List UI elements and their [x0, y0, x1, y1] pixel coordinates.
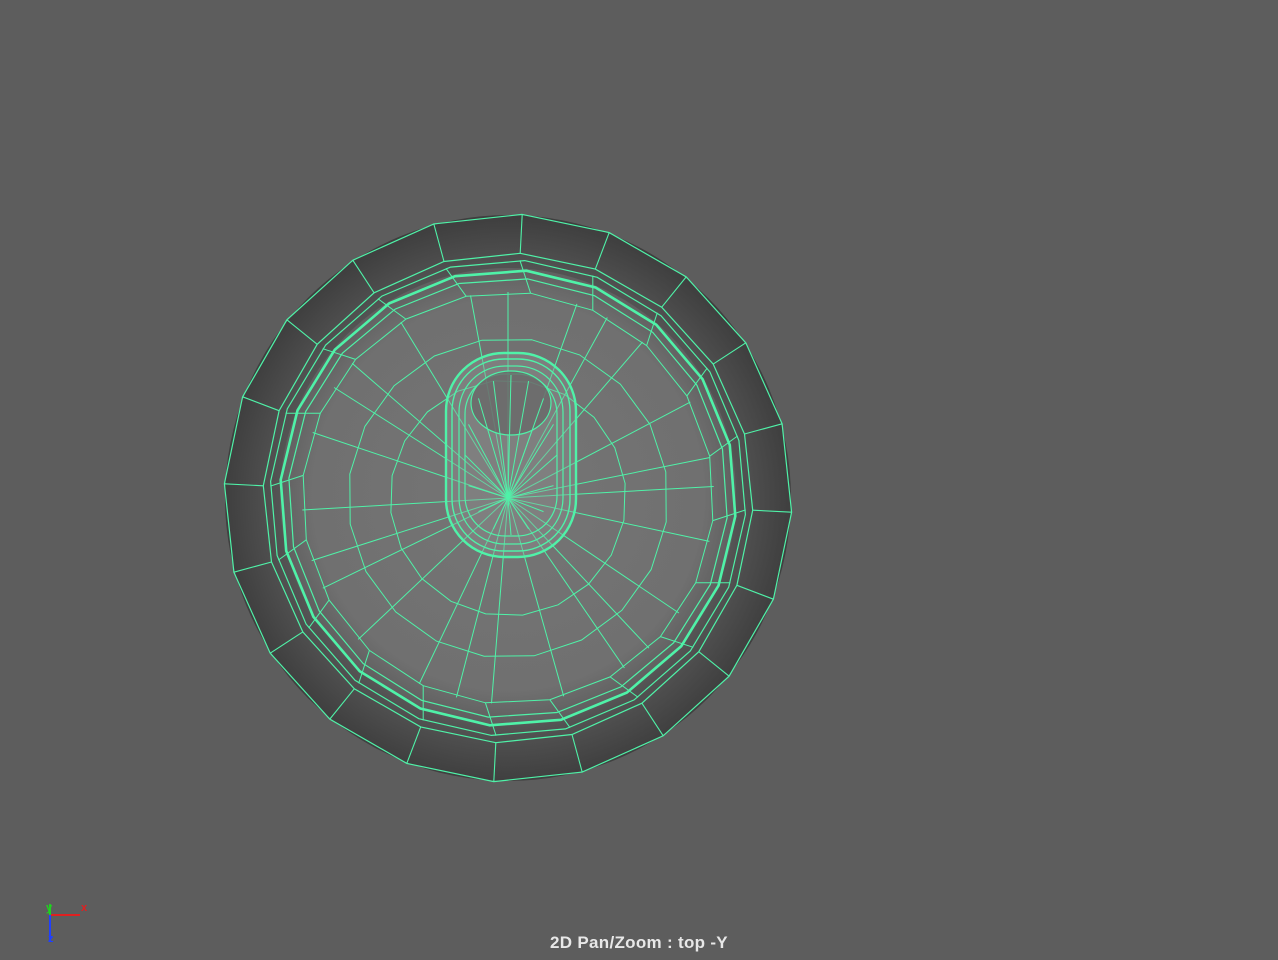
radial-spoke	[507, 401, 691, 499]
radial-spoke	[507, 497, 710, 542]
outer-spoke	[661, 276, 687, 308]
outer-spoke	[736, 584, 774, 600]
outer-spoke	[712, 342, 747, 365]
handle-spoke	[507, 497, 544, 513]
outer-spoke	[286, 319, 318, 345]
outer-spoke	[641, 702, 664, 737]
handle-loop	[458, 365, 564, 545]
outer-spoke	[519, 214, 523, 254]
handle-spoke	[468, 485, 509, 499]
x-axis-label: x	[81, 902, 88, 914]
rim-connector	[646, 312, 658, 346]
y-axis-label: y	[46, 902, 53, 914]
handle-spoke	[507, 485, 554, 499]
rim-ring	[269, 259, 747, 737]
radial-spoke	[507, 486, 714, 499]
rim-connector	[308, 599, 330, 629]
handle-spoke	[478, 497, 509, 513]
radial-spoke	[507, 317, 608, 499]
handle-spoke	[468, 424, 509, 499]
rim-connector	[660, 636, 694, 648]
outer-spoke	[329, 688, 355, 720]
outer-spoke	[493, 742, 497, 782]
outer-spoke	[224, 483, 264, 487]
handle-spoke	[507, 454, 558, 499]
outer-spoke	[744, 423, 783, 435]
inner-ring	[349, 339, 667, 657]
radial-spoke	[333, 387, 509, 499]
handle-spoke	[492, 381, 509, 499]
rim-connector	[484, 702, 497, 736]
view-status-label: 2D Pan/Zoom : top -Y	[550, 933, 728, 952]
rim-connector	[519, 260, 532, 294]
rim-connector	[445, 268, 467, 297]
rim-connector	[609, 676, 639, 698]
outer-spoke	[433, 223, 445, 262]
rim-ring	[288, 278, 728, 718]
radial-spoke	[507, 457, 711, 499]
handle-spoke	[507, 398, 544, 499]
outer-spoke	[269, 631, 304, 654]
handle-spoke	[492, 497, 509, 530]
rim-connector	[377, 298, 407, 320]
radial-spoke	[455, 497, 509, 698]
radial-spoke	[311, 497, 509, 562]
outer-spoke	[571, 734, 583, 773]
rim-ring-bold	[279, 269, 737, 727]
outer-spoke	[594, 232, 610, 270]
outer-spoke	[233, 561, 272, 573]
rim-connector	[712, 509, 746, 522]
handle-spoke	[507, 374, 512, 499]
radial-spoke	[507, 497, 565, 697]
handle-spoke	[507, 424, 554, 499]
outer-spoke	[752, 509, 792, 513]
handle-spoke	[507, 381, 530, 499]
radial-spoke	[351, 362, 509, 499]
radial-spoke	[507, 497, 680, 614]
radial-spoke	[302, 497, 509, 511]
radial-spoke	[418, 497, 509, 685]
radial-spoke	[491, 497, 509, 704]
rim-connector	[278, 539, 307, 561]
outer-spoke	[406, 726, 422, 764]
axis-gizmo: x y z	[46, 902, 88, 945]
radial-spoke	[357, 497, 509, 640]
outer-spoke	[698, 651, 730, 677]
radial-spoke	[507, 497, 650, 649]
handle-loop	[451, 358, 571, 552]
outer-spoke	[242, 396, 280, 412]
radial-spoke	[400, 321, 509, 499]
rim-connector	[322, 348, 356, 360]
radial-spoke	[312, 432, 509, 499]
handle-spoke	[507, 497, 530, 530]
rim-connector	[270, 474, 304, 487]
rim-connector	[686, 367, 708, 397]
z-axis-label: z	[48, 933, 54, 945]
rim-connector	[549, 699, 571, 728]
rim-connector	[709, 435, 738, 457]
radial-spoke	[322, 497, 509, 589]
handle-cap	[470, 370, 552, 436]
rim-connector	[358, 650, 370, 684]
handle-spoke	[507, 497, 512, 536]
handle-spoke	[464, 454, 509, 499]
wireframe-mesh[interactable]	[223, 213, 793, 783]
outer-spoke	[352, 259, 375, 294]
handle-spoke	[478, 398, 509, 499]
